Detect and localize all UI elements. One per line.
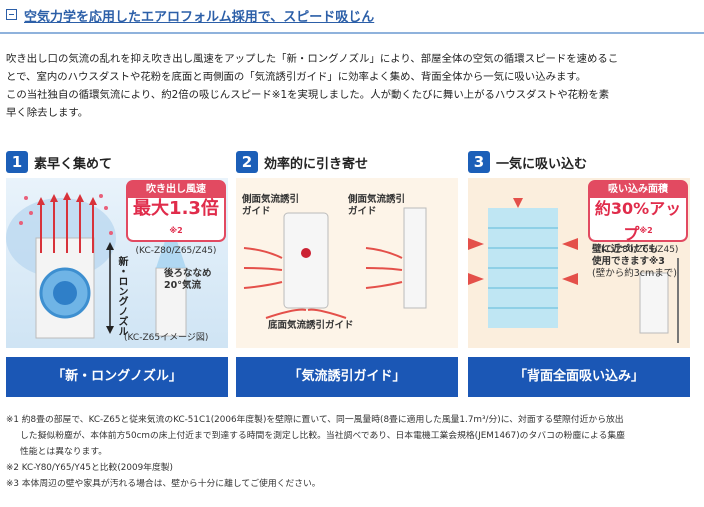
section-header: 空気力学を応用したエアロフォルム採用で、スピード吸じん bbox=[0, 0, 704, 36]
footnote-2: ※2 KC-Y80/Y65/Y45と比較(2009年度製) bbox=[6, 463, 173, 473]
step-number: 3 bbox=[468, 151, 490, 173]
footnote-1-cont: 性能とは異なります。 bbox=[20, 447, 108, 457]
step-number: 1 bbox=[6, 151, 28, 173]
bottom-guide-label: 底面気流誘引ガイド bbox=[268, 320, 354, 331]
wall-note-1: 壁に近づけても bbox=[592, 244, 659, 255]
badge-title: 吹き出し風速 bbox=[128, 182, 224, 198]
header-divider bbox=[0, 32, 704, 34]
footnote-3: ※3 本体周辺の壁や家具が汚れる場合は、壁から十分に離してご使用ください。 bbox=[6, 479, 321, 489]
wind-speed-badge: 吹き出し風速 最大1.3倍 ※2 (KC-Z80/Z65/Z45) bbox=[126, 180, 226, 256]
panel-footer: 「背面全面吸い込み」 bbox=[468, 357, 690, 397]
collapse-toggle-icon[interactable] bbox=[6, 9, 17, 20]
panel-title: 素早く集めて bbox=[34, 157, 113, 172]
intro-text: 吹き出し口の気流の乱れを抑え吹き出し風速をアップした「新・ロングノズル」により、… bbox=[6, 50, 698, 122]
badge-note: ※2 bbox=[639, 226, 653, 235]
guide-illustration bbox=[243, 207, 427, 319]
side-guide-right-label: 側面気流誘引ガイド bbox=[348, 194, 406, 217]
illustration-guides: 側面気流誘引ガイド 側面気流誘引ガイド 底面気流誘引ガイド bbox=[236, 178, 458, 348]
wall-note-3: (壁から約3cmまで) bbox=[592, 268, 677, 279]
feature-panel-3: 3 一気に吸い込む 吸い込み面積 約30%アップ※2 (KC-Z80/Z65/Z… bbox=[468, 150, 690, 406]
feature-panel-1: 1 素早く集めて bbox=[6, 150, 228, 406]
flow-label: 後ろななめ20°気流 bbox=[164, 268, 212, 291]
panel-footer: 「気流誘引ガイド」 bbox=[236, 357, 458, 397]
intro-line: とで、室内のハウスダストや花粉を底面と両側面の「気流誘引ガイド」に効率よく集め、… bbox=[6, 71, 587, 83]
intake-area-badge: 吸い込み面積 約30%アップ※2 (KC-Z80/Z65/Z45) bbox=[588, 180, 688, 255]
step-number: 2 bbox=[236, 151, 258, 173]
badge-models: (KC-Z80/Z65/Z45) bbox=[597, 245, 679, 256]
illustration-rear-intake: 吸い込み面積 約30%アップ※2 (KC-Z80/Z65/Z45) 壁に近づけて… bbox=[468, 178, 690, 348]
panel-title: 効率的に引き寄せ bbox=[264, 157, 369, 172]
footnote-1: ※1 約8畳の部屋で、KC-Z65と従来気流のKC-51C1(2006年度製)を… bbox=[6, 415, 624, 425]
badge-value: 最大1.3倍 bbox=[133, 198, 219, 219]
badge-note: ※2 bbox=[169, 226, 183, 235]
panel-heading: 2 効率的に引き寄せ bbox=[236, 150, 458, 174]
panel-heading: 1 素早く集めて bbox=[6, 150, 228, 174]
side-guide-left-label: 側面気流誘引ガイド bbox=[242, 194, 300, 217]
wall-note-2: 使用できます※3 bbox=[592, 256, 665, 267]
intro-line: この当社独自の循環気流により、約2倍の吸じんスピード※1を実現しました。人が動く… bbox=[6, 89, 610, 101]
panel-heading: 3 一気に吸い込む bbox=[468, 150, 690, 174]
airflow-illustration bbox=[6, 192, 187, 339]
intro-line: 吹き出し口の気流の乱れを抑え吹き出し風速をアップした「新・ロングノズル」により、… bbox=[6, 53, 619, 65]
intro-line: 早く除去します。 bbox=[6, 107, 89, 119]
panel-title: 一気に吸い込む bbox=[496, 157, 588, 172]
badge-value: 約30%アップ bbox=[594, 199, 682, 244]
image-caption: (KC-Z65イメージ図) bbox=[124, 333, 209, 343]
footnotes: ※1 約8畳の部屋で、KC-Z65と従来気流のKC-51C1(2006年度製)を… bbox=[6, 412, 698, 492]
intake-illustration bbox=[468, 198, 679, 343]
badge-models: (KC-Z80/Z65/Z45) bbox=[135, 246, 217, 256]
illustration-nozzle: 吹き出し風速 最大1.3倍 ※2 (KC-Z80/Z65/Z45) 新・ロングノズ… bbox=[6, 178, 228, 348]
section-title[interactable]: 空気力学を応用したエアロフォルム採用で、スピード吸じん bbox=[24, 10, 375, 25]
badge-title: 吸い込み面積 bbox=[590, 182, 686, 198]
feature-panel-2: 2 効率的に引き寄せ 側面気流誘引ガイド 側面気流誘引ガイド 底面気流誘引ガイド… bbox=[236, 150, 458, 406]
panel-footer: 「新・ロングノズル」 bbox=[6, 357, 228, 397]
nozzle-label: 新・ロングノズル bbox=[116, 256, 127, 336]
footnote-1-cont: した擬似粉塵が、本体前方50cmの床上付近まで到達する時間を測定し比較。当社調べ… bbox=[20, 431, 625, 441]
